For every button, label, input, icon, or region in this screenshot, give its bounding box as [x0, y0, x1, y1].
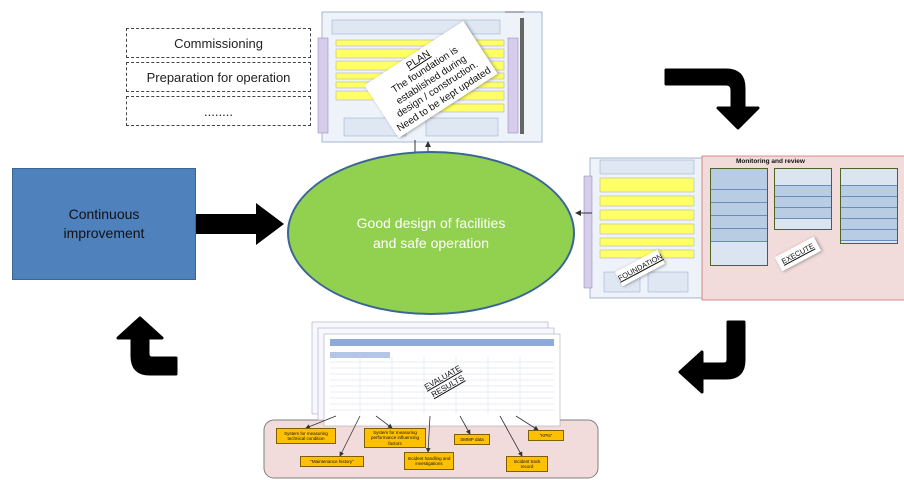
monitoring-column-2	[774, 168, 832, 230]
arrow-curve-bottom-right	[678, 320, 746, 394]
continuous-improvement-line-1: Continuous	[68, 206, 140, 223]
good-design-line-2: and safe operation	[373, 235, 489, 251]
arrow-right	[196, 203, 284, 245]
eval-box-incident-handling: Incident handling and investigations	[404, 452, 454, 470]
continuous-improvement-line-2: improvement	[63, 225, 145, 241]
ellipsis-box: ........	[126, 96, 311, 126]
eval-box-maintenance-history: “Maintenance history”	[300, 456, 364, 467]
eval-box-technical-condition: System for measuring technical condition	[276, 428, 336, 444]
ellipsis-label: ........	[204, 103, 233, 119]
commissioning-box: Commissioning	[126, 28, 311, 58]
preparation-box: Preparation for operation	[126, 62, 311, 92]
continuous-improvement-box: Continuous improvement	[12, 168, 196, 280]
eval-box-kpis: “KPIs”	[528, 430, 564, 441]
eval-box-performance-factors: System for measuring performance influen…	[364, 428, 426, 448]
monitoring-column-1	[710, 168, 768, 266]
arrow-curve-bottom-left	[116, 316, 178, 376]
good-design-line-1: Good design of facilities	[356, 214, 506, 231]
monitoring-column-3	[840, 168, 898, 244]
eval-box-smmp-data: SMMP data	[454, 434, 490, 445]
commissioning-label: Commissioning	[174, 35, 263, 51]
preparation-label: Preparation for operation	[146, 69, 291, 85]
eval-box-incident-track-record: Incident track record	[506, 456, 548, 472]
good-design-ellipse: Good design of facilities and safe opera…	[287, 151, 575, 315]
monitoring-heading: Monitoring and review	[736, 158, 805, 165]
arrow-curve-top-right	[664, 68, 760, 130]
